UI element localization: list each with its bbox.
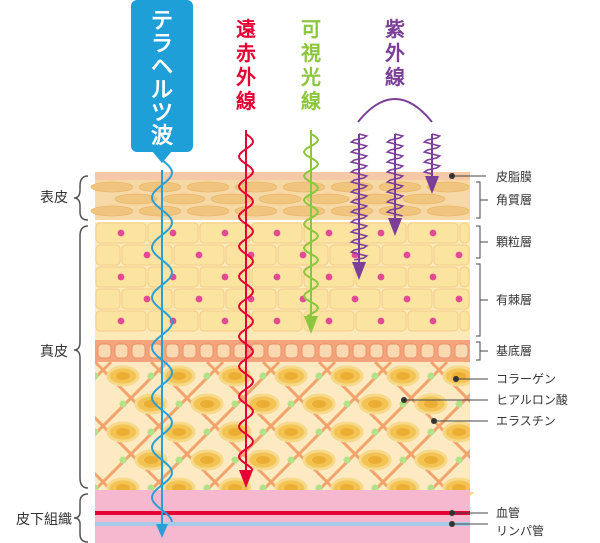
ultraviolet-label: 紫外線 [385, 17, 405, 89]
spinous-bracket [476, 263, 488, 337]
far-infrared-arrowhead [239, 470, 253, 488]
collagen-marker [453, 376, 459, 382]
ultraviolet-ray-2-wave [385, 133, 405, 217]
stratum-corneum-label: 角質層 [496, 192, 532, 207]
radiation-rays: テラヘルツ波 遠赤外線 可視光線 紫外線 [131, 0, 442, 538]
dermis-brace [73, 225, 89, 489]
visible-light-arrowhead [304, 316, 318, 334]
basal-label: 基底層 [496, 343, 532, 358]
region-labels: 表皮 真皮 皮下組織 [16, 175, 89, 543]
visible-light-label: 可視光線 [300, 17, 321, 113]
elastin-label: エラスチン [496, 414, 556, 428]
collagen-label: コラーゲン [496, 372, 556, 386]
skin-layers [0, 172, 600, 543]
dermis-label: 真皮 [40, 344, 68, 360]
terahertz-label-pointer [152, 151, 172, 163]
ultraviolet-rays [349, 133, 442, 280]
hyaluronic-acid-marker [401, 397, 407, 403]
spinous-label: 有棘層 [496, 293, 532, 307]
layer-labels: 皮脂膜 角質層 顆粒層 有棘層 基底層 コラーゲン ヒアルロン酸 エラスチン 血… [401, 169, 568, 538]
blood-vessel-label: 血管 [496, 505, 520, 520]
terahertz-wave [151, 159, 173, 523]
elastin-marker [431, 418, 437, 424]
sebum-marker [449, 173, 455, 179]
basal-bracket [476, 341, 488, 361]
terahertz-label-box [131, 0, 193, 152]
granular-label: 顆粒層 [496, 234, 532, 249]
ultraviolet-ray-3-arrowhead [425, 176, 439, 194]
far-infrared-wave [238, 133, 254, 471]
visible-light-wave [302, 133, 320, 317]
terahertz-label: テラヘルツ波 [151, 9, 174, 149]
keratinocyte-cells [95, 222, 470, 332]
ultraviolet-bracket [357, 98, 433, 123]
blood-vessel-marker [449, 510, 455, 516]
hyaluronic-acid-label: ヒアルロン酸 [496, 392, 568, 407]
lymph-vessel-label: リンパ管 [496, 523, 544, 538]
terahertz-arrowhead [156, 524, 168, 538]
sebum-label: 皮脂膜 [496, 169, 532, 184]
subcutaneous-label: 皮下組織 [16, 512, 72, 528]
epidermis-label: 表皮 [40, 190, 68, 206]
ultraviolet-ray-1-wave [349, 133, 369, 261]
subcutaneous-brace [73, 493, 89, 543]
basal-cells [97, 343, 469, 359]
ultraviolet-ray-2-arrowhead [388, 218, 402, 236]
sebum-layer [95, 172, 470, 180]
corneum-bracket [476, 181, 488, 219]
ultraviolet-ray-1-arrowhead [352, 262, 366, 280]
far-infrared-label: 遠赤外線 [236, 17, 256, 113]
granular-bracket [476, 225, 488, 259]
ultraviolet-ray-3-wave [422, 133, 442, 175]
epidermis-brace [73, 175, 89, 221]
lymph-vessel-marker [449, 521, 455, 527]
